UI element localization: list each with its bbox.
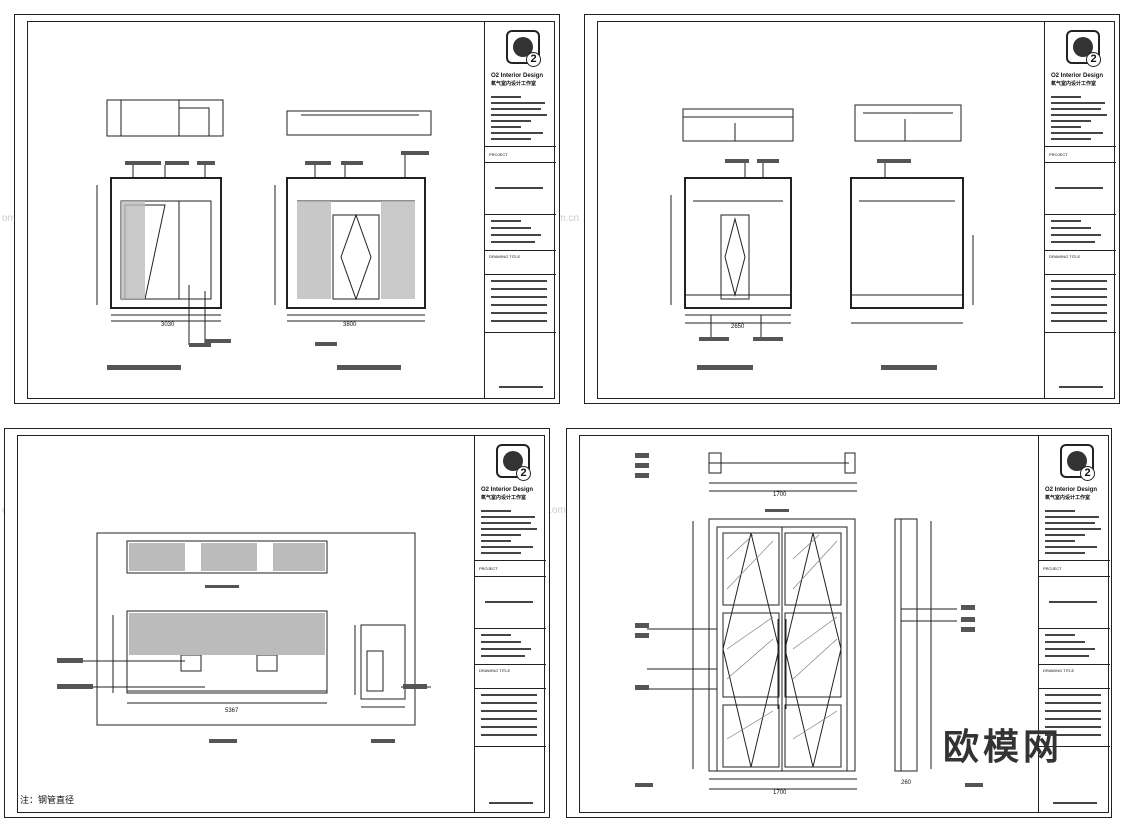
sheet-frame: 2 O2 Interior Design 氧气室内设计工作室 PROJECT D… (27, 21, 556, 399)
dim-side-width: 260 (901, 780, 912, 786)
studio-logo: 2 (1066, 30, 1101, 67)
sheet-frame: 2 O2 Interior Design 氧气室内设计工作室 PROJECT D… (579, 435, 1110, 813)
brand-name: O2 Interior Design (1045, 487, 1098, 493)
drawing-title-label: DRAWING TITLE (1049, 254, 1081, 259)
elevation-drawing-1 (96, 99, 432, 370)
studio-logo: 2 (506, 30, 541, 67)
title-block: 2 O2 Interior Design 氧气室内设计工作室 PROJECT D… (484, 22, 556, 398)
watermark-logo: 欧模网 (942, 726, 1063, 767)
project-label: PROJECT (1049, 152, 1068, 157)
title-block: 2 O2 Interior Design 氧气室内设计工作室 PROJECT D… (474, 436, 546, 812)
project-label: PROJECT (1043, 566, 1062, 571)
brand-name-cn: 氧气室内设计工作室 (1045, 495, 1091, 501)
brand-name-cn: 氧气室内设计工作室 (1051, 81, 1097, 87)
dim-total: 1700 (773, 790, 787, 796)
elevation-drawing-3 (57, 532, 431, 743)
sheet-frame: 2 O2 Interior Design 氧气室内设计工作室 PROJECT D… (17, 435, 546, 813)
title-block: 2 O2 Interior Design 氧气室内设计工作室 PROJECT D… (1038, 436, 1110, 812)
elevation-drawing-2 (670, 104, 974, 370)
sheet-frame: 2 O2 Interior Design 氧气室内设计工作室 PROJECT D… (597, 21, 1116, 399)
drawing-sheet-4: 2 O2 Interior Design 氧气室内设计工作室 PROJECT D… (566, 428, 1112, 818)
dim-total: 5367 (225, 708, 239, 714)
watermark-site: www.om.cn (528, 505, 580, 516)
studio-logo: 2 (496, 444, 531, 481)
dim-total: 2650 (731, 324, 745, 330)
drawing-title-label: DRAWING TITLE (479, 668, 511, 673)
studio-logo: 2 (1060, 444, 1095, 481)
brand-name-cn: 氧气室内设计工作室 (491, 81, 537, 87)
drawing-title-label: DRAWING TITLE (1043, 668, 1075, 673)
dim-total: 3030 (161, 322, 175, 328)
brand-name: O2 Interior Design (1051, 73, 1104, 79)
brand-name: O2 Interior Design (481, 487, 534, 493)
drawing-sheet-2: 2 O2 Interior Design 氧气室内设计工作室 PROJECT D… (584, 14, 1120, 404)
door-elevation (635, 452, 983, 790)
drawing-sheet-3: 2 O2 Interior Design 氧气室内设计工作室 PROJECT D… (4, 428, 550, 818)
dim-total: 3800 (343, 322, 357, 328)
drawing-title-label: DRAWING TITLE (489, 254, 521, 259)
title-block: 2 O2 Interior Design 氧气室内设计工作室 PROJECT D… (1044, 22, 1116, 398)
drawing-sheet-1: 2 O2 Interior Design 氧气室内设计工作室 PROJECT D… (14, 14, 560, 404)
project-label: PROJECT (479, 566, 498, 571)
drawing-note: 注：钢管直径 (20, 795, 75, 805)
brand-name-cn: 氧气室内设计工作室 (481, 495, 527, 501)
dim-total: 1700 (773, 492, 787, 498)
brand-name: O2 Interior Design (491, 73, 544, 79)
project-label: PROJECT (489, 152, 508, 157)
